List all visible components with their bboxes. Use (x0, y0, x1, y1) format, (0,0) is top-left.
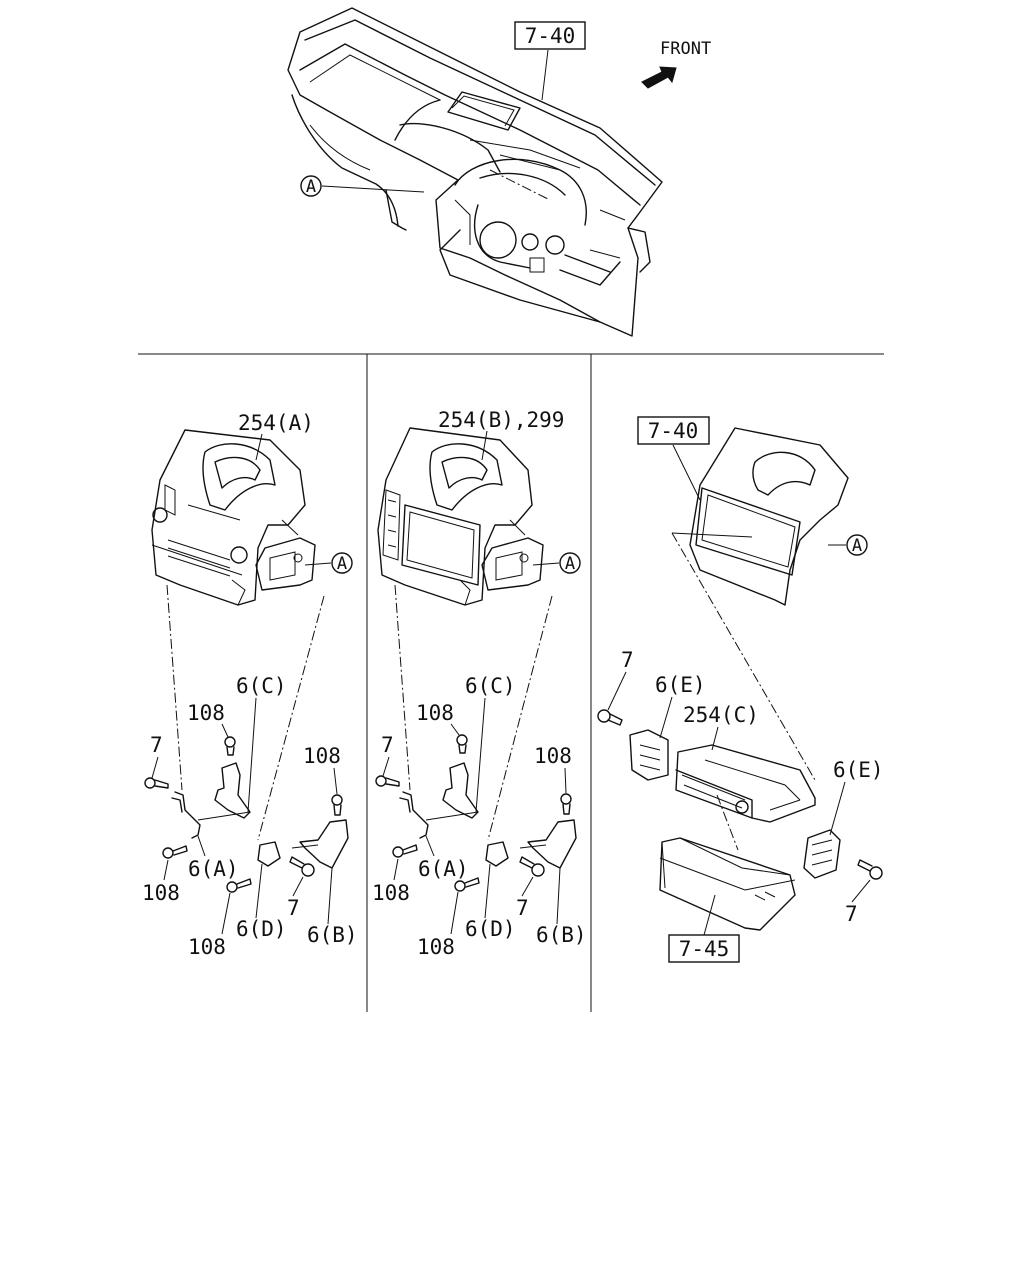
panel-3: 7-40 A (597, 416, 884, 963)
label-108-p2b: 108 (372, 881, 410, 905)
screw-108-p2d (560, 793, 572, 815)
panel-dividers (138, 353, 884, 1012)
screw-108-p1a (224, 736, 236, 756)
panel-1-callout-a: A (337, 554, 347, 574)
label-7-p3a: 7 (621, 648, 634, 672)
screw-108-p1d (331, 794, 343, 816)
callout-a-top-label: A (306, 177, 316, 197)
label-7-p2b: 7 (516, 896, 529, 920)
screw-7-p1b (289, 856, 315, 877)
tray-7-45 (659, 837, 796, 931)
label-6d-p2: 6(D) (465, 917, 516, 941)
bracket-6c-right (425, 762, 479, 821)
panel-3-callout-a: A (852, 536, 862, 556)
screw-7-p2a (375, 775, 400, 787)
label-6d-p1: 6(D) (236, 917, 287, 941)
screw-7-p2b (519, 856, 545, 877)
bracket-6b-left (257, 819, 349, 869)
label-6b-p2: 6(B) (536, 923, 587, 947)
radio-unit-254c (675, 744, 816, 823)
bracket-6e-right (803, 829, 841, 879)
screw-108-p2c (454, 877, 480, 892)
audio-unit-254b (377, 427, 544, 606)
label-108-p2c: 108 (417, 935, 455, 959)
label-6c-p1: 6(C) (236, 674, 287, 698)
ref-label-7-40-top: 7-40 (525, 24, 576, 48)
label-7-p3b: 7 (845, 902, 858, 926)
label-6a-p1: 6(A) (188, 857, 239, 881)
bracket-6a-left (171, 791, 201, 839)
bracket-6e-left (629, 729, 669, 781)
label-7-p1a: 7 (150, 733, 163, 757)
label-6a-p2: 6(A) (418, 857, 469, 881)
front-indicator: FRONT (641, 39, 711, 89)
panel-2-title: 254(B),299 (438, 408, 564, 432)
front-arrow-icon (641, 66, 677, 89)
bracket-6c-left (197, 762, 251, 821)
panel-1: 254(A) A (142, 411, 358, 959)
label-108-p1d: 108 (303, 744, 341, 768)
screw-108-p2b (392, 844, 418, 858)
panel-1-title: 254(A) (238, 411, 314, 435)
label-108-p1c: 108 (188, 935, 226, 959)
panel-2: 254(B),299 A (372, 408, 587, 959)
screw-108-p1b (162, 845, 188, 859)
bracket-6b-right (485, 819, 577, 869)
front-label: FRONT (660, 39, 711, 59)
bezel-7-40 (671, 427, 849, 606)
screw-7-p1a (144, 777, 169, 789)
screw-108-p2a (456, 734, 468, 754)
label-6e-p3a: 6(E) (655, 673, 706, 697)
dashboard-assembly (287, 7, 663, 337)
bracket-6a-right (399, 791, 429, 839)
panel-3-ref-7-40: 7-40 (648, 419, 699, 443)
label-6c-p2: 6(C) (465, 674, 516, 698)
label-108-p2d: 108 (534, 744, 572, 768)
panel-3-ref-7-45: 7-45 (679, 937, 730, 961)
panel-2-callout-a: A (565, 554, 575, 574)
label-108-p1a: 108 (187, 701, 225, 725)
ref-box-7-40-top: 7-40 (514, 21, 586, 50)
label-7-p2a: 7 (381, 733, 394, 757)
label-108-p1b: 108 (142, 881, 180, 905)
audio-unit-254a (151, 429, 316, 606)
screw-7-p3a (597, 709, 623, 726)
label-6e-p3b: 6(E) (833, 758, 884, 782)
label-7-p1b: 7 (287, 896, 300, 920)
label-108-p2a: 108 (416, 701, 454, 725)
label-254c: 254(C) (683, 703, 759, 727)
screw-108-p1c (226, 878, 252, 893)
label-6b-p1: 6(B) (307, 923, 358, 947)
callout-a-top: A (300, 175, 425, 197)
screw-7-p3b (857, 859, 883, 880)
